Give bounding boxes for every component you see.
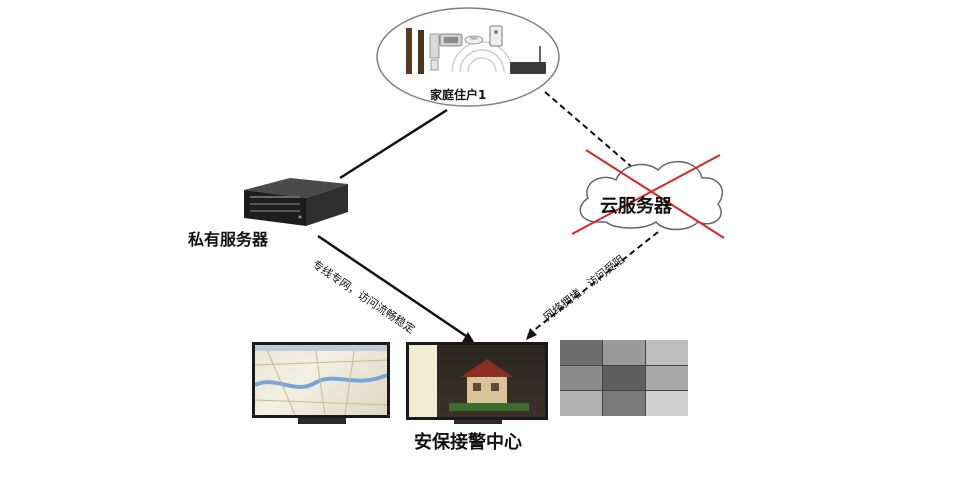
- private-server-label: 私有服务器: [188, 230, 269, 249]
- link-household-cloud: [544, 91, 641, 175]
- router-icon: [510, 46, 546, 74]
- link-cloud-center: [527, 231, 659, 336]
- smoke-detector-icon: [464, 35, 484, 45]
- cloud-server-label: 云服务器: [600, 196, 672, 217]
- door-sensor-icon: [429, 33, 440, 71]
- security-center-label: 安保接警中心: [414, 432, 522, 453]
- cctv-monitor-icon: [560, 340, 688, 416]
- monitor-stand-middle: [454, 416, 502, 424]
- link-household-private: [339, 108, 448, 180]
- rack-server-icon: [244, 178, 348, 226]
- monitor-stand-left: [298, 416, 346, 424]
- remote-icon: [489, 25, 503, 47]
- house-monitor-icon: [406, 342, 548, 420]
- cloud-shape: [579, 160, 723, 231]
- arrowhead-private-center: [462, 332, 474, 342]
- cross-line-1: [585, 149, 725, 239]
- cross-line-2: [571, 154, 721, 235]
- household-label: 家庭住户1: [430, 88, 487, 102]
- link-private-center: [317, 234, 473, 342]
- map-monitor-icon: [252, 342, 390, 418]
- sensor-bar-icon: [406, 28, 424, 74]
- arrowhead-cloud-center: [526, 328, 537, 340]
- motion-sensor-icon: [439, 33, 463, 47]
